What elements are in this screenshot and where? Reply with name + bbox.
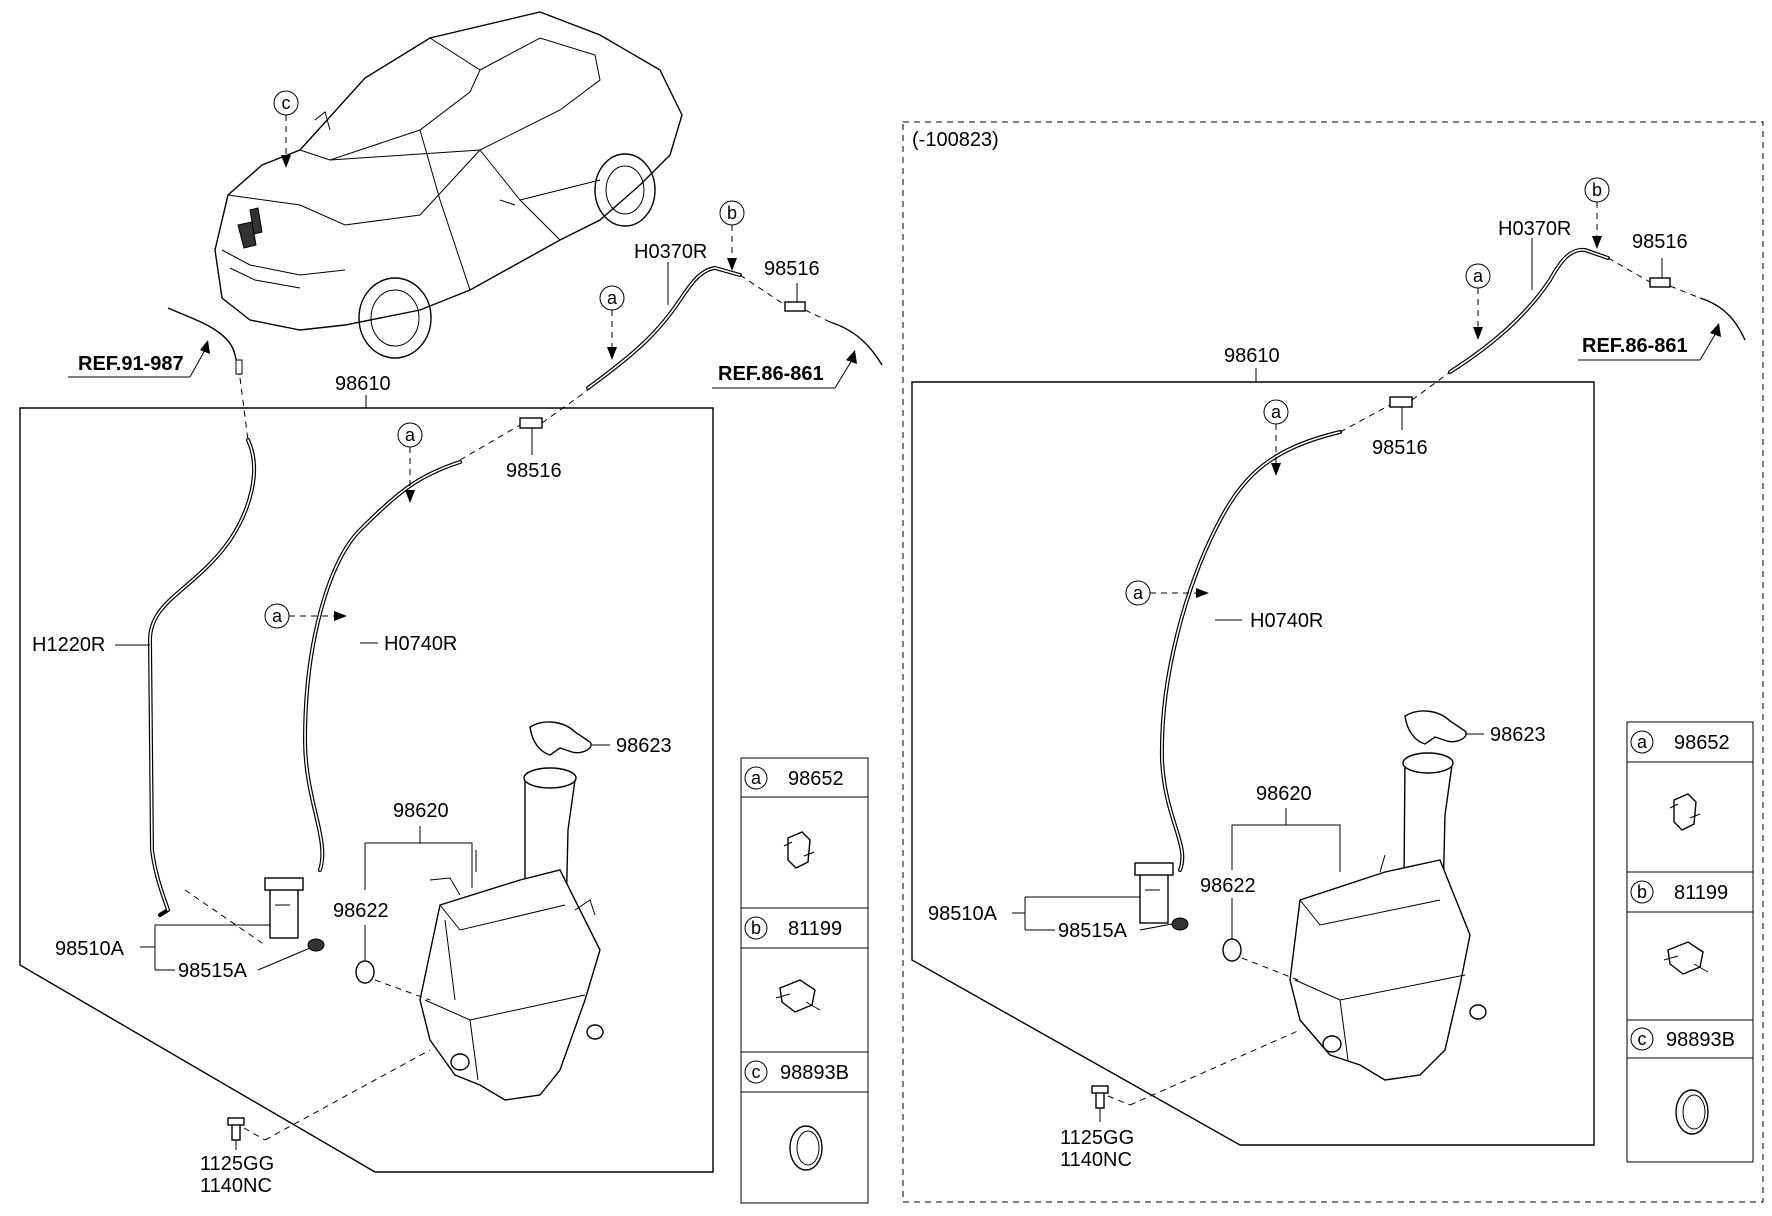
- date-note: (-100823): [912, 129, 999, 151]
- svg-text:c: c: [1638, 1029, 1647, 1049]
- connector-label-upper: 98516: [764, 258, 820, 280]
- bolt-label-2-right: 1140NC: [1060, 1149, 1132, 1171]
- pump-seal-label: 98515A: [178, 960, 248, 982]
- bolt-right: [1091, 1085, 1109, 1109]
- hose-label-h0740r-right: H0740R: [1250, 610, 1323, 632]
- pump-left: [264, 877, 325, 952]
- svg-text:b: b: [727, 203, 737, 223]
- callout-c-car: c: [273, 90, 299, 168]
- grommet-label: 98622: [333, 900, 389, 922]
- bolt-label-2: 1140NC: [200, 1175, 272, 1197]
- cap-label-right: 98623: [1490, 724, 1546, 746]
- hose-label-h0740r: H0740R: [384, 633, 457, 655]
- svg-text:a: a: [405, 425, 416, 445]
- bolt-label-1-right: 1125GG: [1060, 1127, 1134, 1149]
- ref-91-987: REF.91-987: [78, 353, 184, 375]
- bolt-label-1: 1125GG: [200, 1153, 274, 1175]
- hose-label-h0370r-right: H0370R: [1498, 218, 1571, 240]
- cap-label: 98623: [616, 735, 672, 757]
- reservoir-label: 98620: [393, 800, 449, 822]
- pump-label: 98510A: [55, 938, 125, 960]
- assembly-label-right: 98610: [1224, 345, 1280, 367]
- legend-left: a 98652 b 81199 c 98893B: [740, 757, 869, 1204]
- right-assembly: 98610 H0740R a a 98516 H0370R a: [911, 177, 1746, 1171]
- pump-seal-label-right: 98515A: [1058, 920, 1128, 942]
- legend-part-a-right: 98652: [1674, 732, 1730, 754]
- reservoir-tank-right: [1289, 752, 1487, 1081]
- hose-label-h1220r: H1220R: [32, 634, 105, 656]
- legend-part-a: 98652: [788, 768, 844, 790]
- svg-text:b: b: [1592, 180, 1602, 200]
- svg-text:a: a: [1637, 732, 1648, 752]
- svg-text:b: b: [751, 918, 761, 938]
- connector-label-upper-right: 98516: [1632, 231, 1688, 253]
- reservoir-tank-left: [419, 767, 604, 1101]
- connector-label-lower-right: 98516: [1372, 437, 1428, 459]
- reservoir-label-right: 98620: [1256, 783, 1312, 805]
- cap-part: [529, 721, 592, 756]
- connector-label-lower: 98516: [506, 460, 562, 482]
- assembly-label: 98610: [335, 373, 391, 395]
- ref-86-861-left: REF.86-861: [718, 363, 824, 385]
- svg-text:a: a: [607, 288, 618, 308]
- legend-part-c-right: 98893B: [1666, 1029, 1735, 1051]
- svg-text:a: a: [1473, 266, 1484, 286]
- svg-text:a: a: [1133, 583, 1144, 603]
- svg-text:c: c: [752, 1062, 761, 1082]
- grommet-label-right: 98622: [1200, 875, 1256, 897]
- left-assembly: 98610 REF.91-987 H1220R H0740R a a: [19, 200, 883, 1197]
- car-illustration: [214, 11, 683, 359]
- hose-label-h0370r: H0370R: [634, 241, 707, 263]
- legend-part-b-right: 81199: [1674, 882, 1728, 904]
- legend-part-b: 81199: [788, 918, 842, 940]
- svg-text:c: c: [282, 93, 291, 113]
- legend-part-c: 98893B: [780, 1062, 849, 1084]
- assembly-outline-right: [911, 381, 1595, 1146]
- svg-text:a: a: [272, 606, 283, 626]
- legend-right: a 98652 b 81199 c 98893B: [1626, 721, 1754, 1163]
- pump-label-right: 98510A: [928, 903, 998, 925]
- assembly-outline-left: [19, 407, 714, 1173]
- pump-right: [1134, 862, 1189, 931]
- svg-text:a: a: [1271, 402, 1282, 422]
- svg-text:a: a: [751, 768, 762, 788]
- variant-frame: [902, 121, 1764, 1203]
- bolt-left: [227, 1117, 245, 1141]
- svg-text:b: b: [1637, 882, 1647, 902]
- ref-86-861-right: REF.86-861: [1582, 335, 1688, 357]
